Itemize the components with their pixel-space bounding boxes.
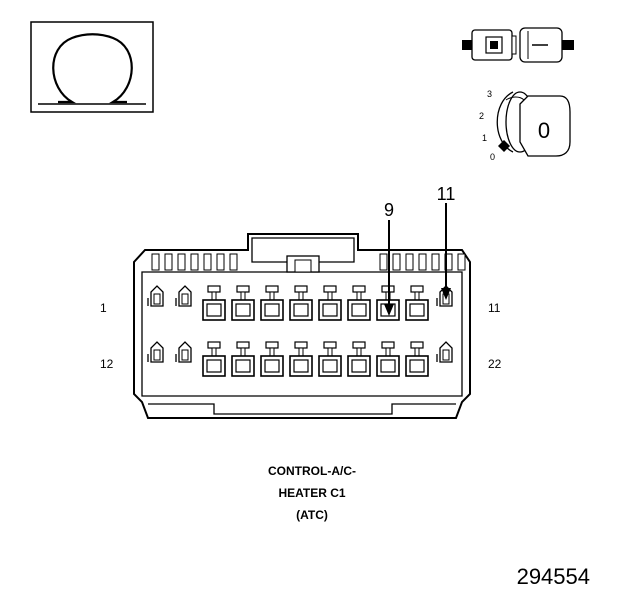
pin-12 bbox=[147, 341, 164, 363]
callout-label-11: 11 bbox=[437, 184, 456, 204]
pin-22 bbox=[436, 341, 453, 363]
ignition-position-2: 2 bbox=[479, 111, 484, 121]
pin-16 bbox=[260, 341, 284, 377]
housing-slot bbox=[405, 253, 414, 271]
pin-20 bbox=[376, 341, 400, 377]
pin-7 bbox=[318, 285, 342, 321]
housing-slot bbox=[418, 253, 427, 271]
housing-slot bbox=[190, 253, 199, 271]
connector-caption: CONTROL-A/C- HEATER C1 (ATC) bbox=[0, 460, 624, 526]
callout-pin-9: 9 bbox=[384, 200, 394, 316]
pin-10 bbox=[405, 285, 429, 321]
pin-17 bbox=[289, 341, 313, 377]
housing-slot bbox=[177, 253, 186, 271]
housing-slot bbox=[457, 253, 466, 271]
pin-label-11: 11 bbox=[488, 301, 501, 315]
pin-5 bbox=[260, 285, 284, 321]
ohm-symbol-box bbox=[30, 21, 154, 113]
connector-c1 bbox=[133, 233, 471, 419]
pin-21 bbox=[405, 341, 429, 377]
pin-18 bbox=[318, 341, 342, 377]
pin-15 bbox=[231, 341, 255, 377]
pin-6 bbox=[289, 285, 313, 321]
figure-number: 294554 bbox=[516, 564, 590, 589]
callout-label-9: 9 bbox=[384, 200, 394, 220]
ignition-position-1: 1 bbox=[482, 133, 487, 143]
pin-3 bbox=[202, 285, 226, 321]
housing-slot bbox=[431, 253, 440, 271]
housing-slot bbox=[229, 253, 238, 271]
housing-slot bbox=[164, 253, 173, 271]
caption-line-3: (ATC) bbox=[296, 508, 328, 522]
caption-line-2: HEATER C1 bbox=[278, 486, 346, 500]
pin-13 bbox=[175, 341, 192, 363]
housing-slot bbox=[392, 253, 401, 271]
pin-14 bbox=[202, 341, 226, 377]
pin-19 bbox=[347, 341, 371, 377]
pin-label-12: 12 bbox=[100, 357, 114, 371]
callout-pin-11: 11 bbox=[437, 184, 456, 300]
ignition-key-off-icon: 0 3 2 1 0 bbox=[479, 89, 571, 162]
ignition-position-3: 3 bbox=[487, 89, 492, 99]
pin-4 bbox=[231, 285, 255, 321]
housing-slot bbox=[151, 253, 160, 271]
caption-line-1: CONTROL-A/C- bbox=[268, 464, 356, 478]
connector-disconnected-icon bbox=[462, 27, 574, 63]
housing-slot bbox=[216, 253, 225, 271]
pin-label-1: 1 bbox=[100, 301, 107, 315]
omega-glyph bbox=[52, 33, 133, 104]
key-position-label: 0 bbox=[538, 118, 550, 143]
ignition-position-0: 0 bbox=[490, 152, 495, 162]
housing-slot bbox=[203, 253, 212, 271]
pin-1 bbox=[147, 285, 164, 307]
housing-slot bbox=[379, 253, 388, 271]
pin-2 bbox=[175, 285, 192, 307]
pin-8 bbox=[347, 285, 371, 321]
pin-label-22: 22 bbox=[488, 357, 502, 371]
